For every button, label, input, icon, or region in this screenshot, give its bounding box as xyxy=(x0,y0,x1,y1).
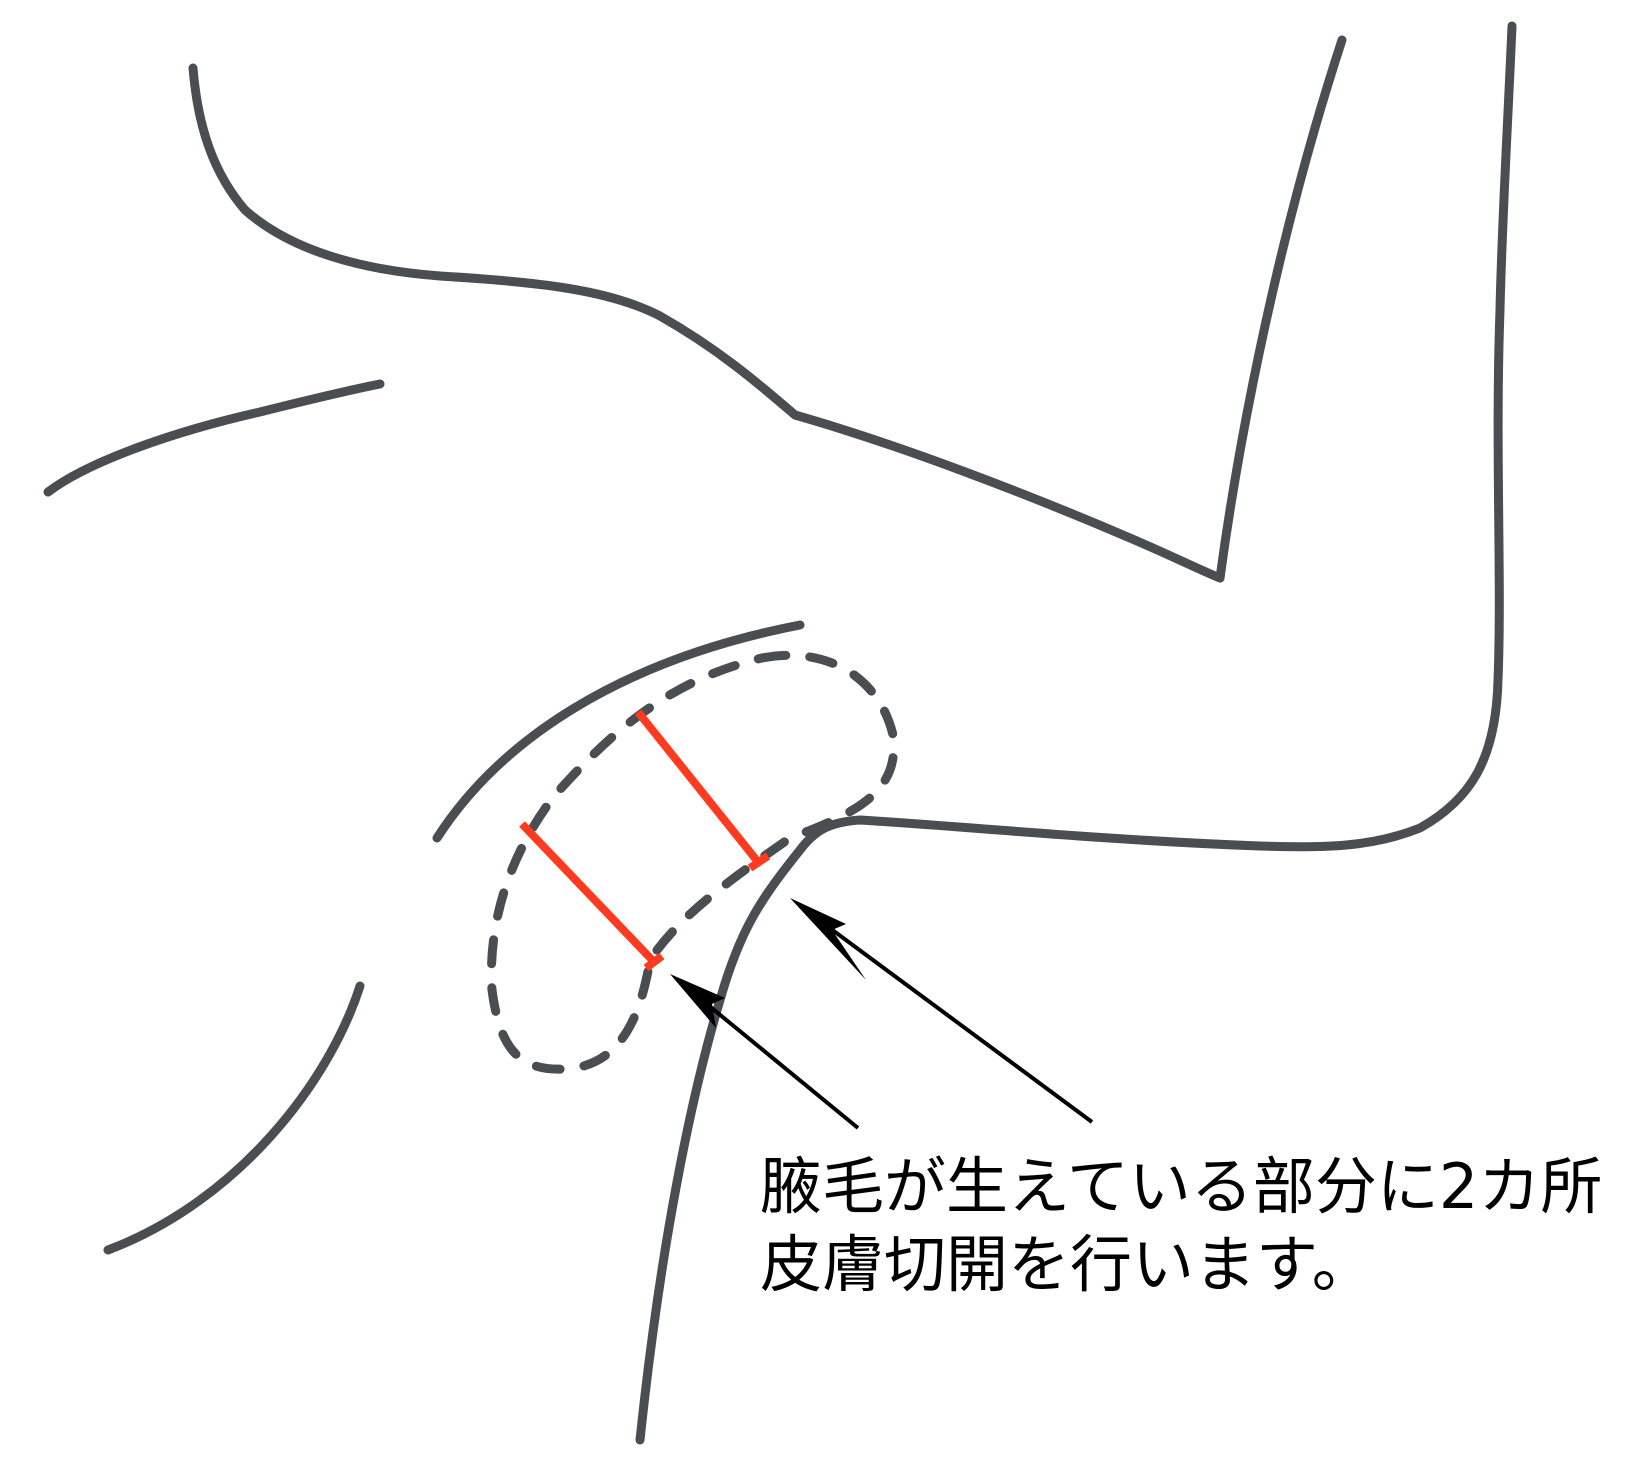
neck-shoulder-outline xyxy=(188,63,1225,583)
axillary-hair-region-outline xyxy=(486,650,899,1074)
incision-upper xyxy=(634,709,762,865)
pointer-arrow-upper-head xyxy=(790,898,866,980)
caption-line-1: 腋毛が生えている部分に2カ所 xyxy=(760,1150,1603,1223)
incision-lower-cap xyxy=(643,952,665,972)
caption-line-2: 皮膚切開を行います。 xyxy=(760,1228,1374,1301)
pectoral-fold-outline xyxy=(432,620,805,843)
pointer-arrow-upper-line xyxy=(798,904,1094,1124)
chest-side-outline xyxy=(103,981,365,1255)
pointer-arrow-lower-head xyxy=(670,974,725,1028)
incision-lower xyxy=(519,821,657,965)
caption-text: 腋毛が生えている部分に2カ所 皮膚切開を行います。 xyxy=(760,1148,1620,1304)
incision-upper-cap xyxy=(747,852,771,872)
upper-arm-inner-outline xyxy=(1215,35,1347,583)
chest-upper-outline xyxy=(43,379,385,497)
